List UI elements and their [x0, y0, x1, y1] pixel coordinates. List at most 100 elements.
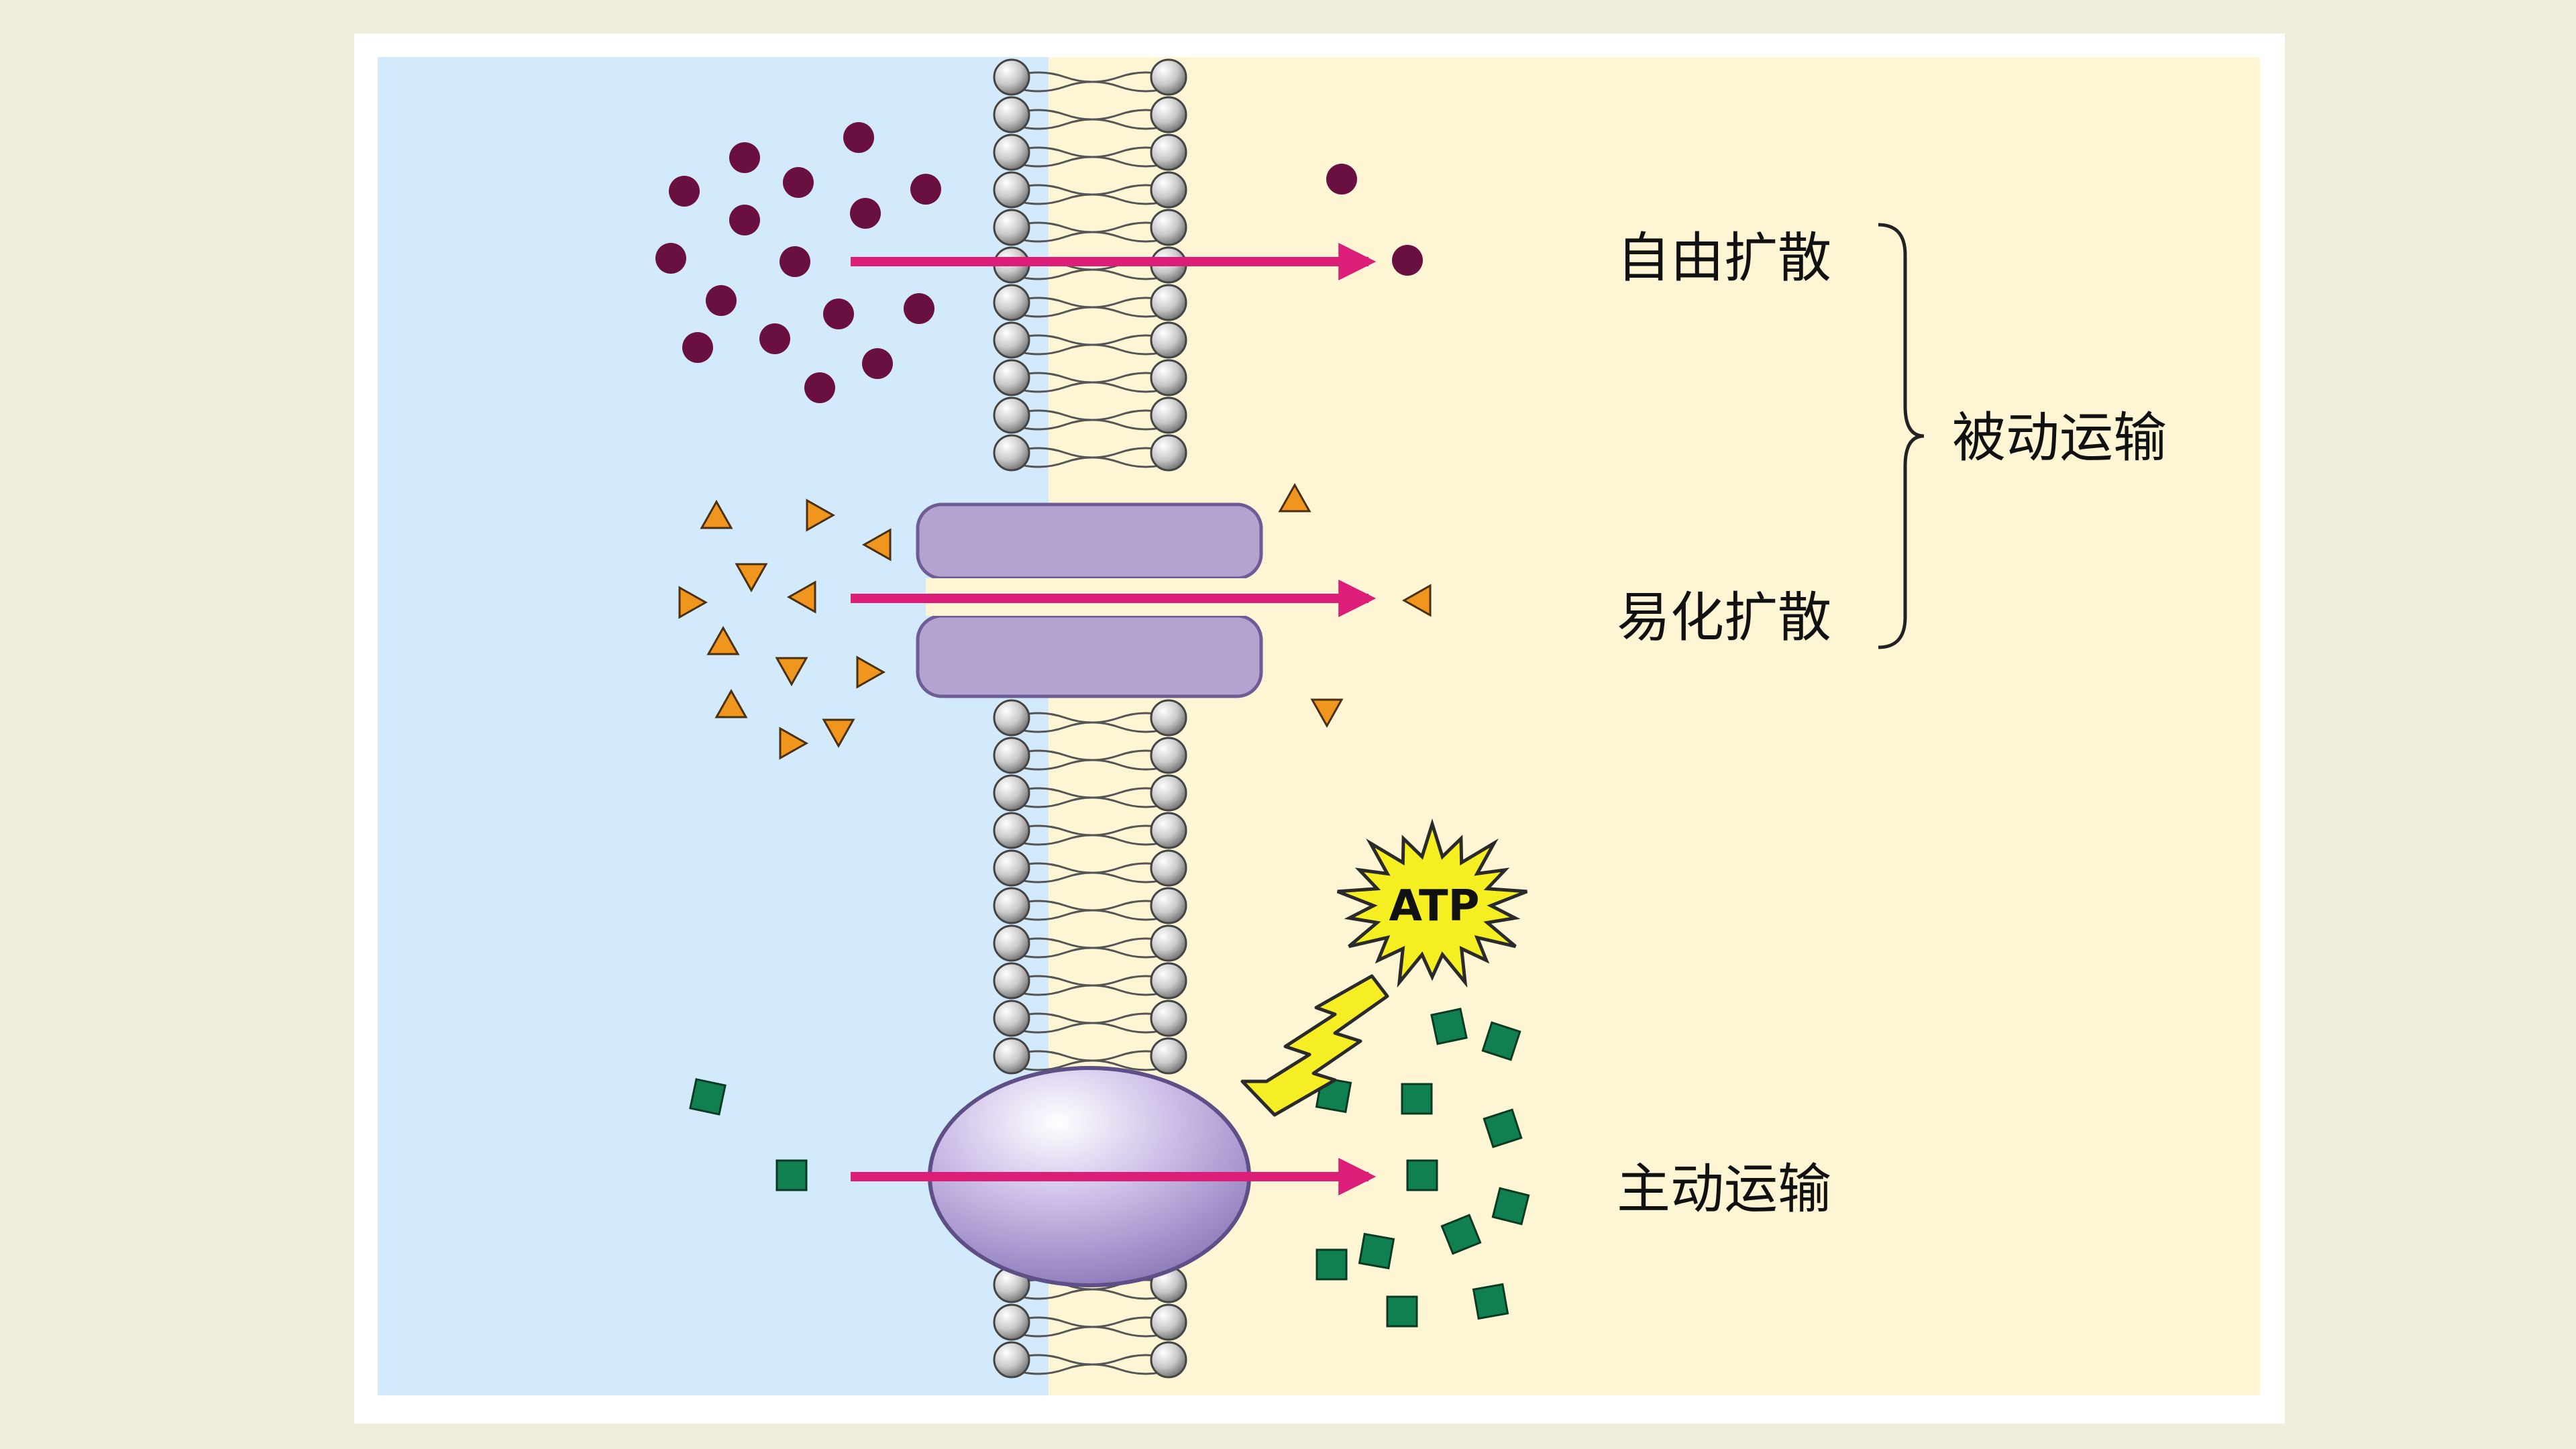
molecule-triangle: [806, 498, 836, 532]
molecule-square: [775, 1159, 808, 1191]
lipid-tail: [1011, 909, 1173, 921]
lipid-head: [1150, 133, 1187, 171]
lipid-head: [993, 737, 1030, 774]
molecule-dot: [823, 299, 854, 329]
lipid-head: [1150, 812, 1187, 849]
lipid-tail: [1011, 721, 1173, 733]
lipid-head: [1150, 699, 1187, 737]
molecule-dot: [910, 174, 941, 205]
molecule-dot: [706, 285, 737, 316]
free-diffusion-label: 自由扩散: [1617, 227, 1831, 289]
lipid-head: [993, 321, 1030, 359]
molecule-square: [1406, 1159, 1438, 1191]
lipid-head: [1150, 396, 1187, 434]
molecule-square: [1481, 1021, 1521, 1061]
triangle-molecules: [678, 482, 1432, 760]
lipid-head: [993, 284, 1030, 321]
molecule-square: [1483, 1108, 1523, 1148]
molecule-square: [1430, 1008, 1468, 1045]
lipid-head: [993, 887, 1030, 924]
molecule-dot: [780, 246, 810, 277]
lipid-head: [993, 1303, 1030, 1341]
lipid-head: [993, 1341, 1030, 1379]
passive-transport-label: 被动运输: [1952, 407, 2167, 469]
molecule-triangle: [706, 625, 740, 655]
lipid-head: [1150, 209, 1187, 246]
molecule-triangle: [1401, 584, 1432, 617]
molecule-dot: [682, 332, 713, 363]
molecule-dot: [729, 205, 760, 235]
molecule-dot: [729, 142, 760, 173]
molecule-square: [1386, 1295, 1418, 1328]
lipid-tail: [1011, 984, 1173, 996]
lipid-head: [993, 812, 1030, 849]
lipid-head: [1150, 171, 1187, 209]
lipid-head: [993, 209, 1030, 246]
molecule-dot: [669, 176, 700, 207]
lipid-tail: [1011, 193, 1173, 205]
lipid-tail: [1011, 796, 1173, 808]
lipid-head: [1150, 887, 1187, 924]
lipid-tail: [1011, 306, 1173, 318]
molecule-square: [1440, 1214, 1482, 1255]
lipid-tail: [1011, 834, 1173, 846]
lipid-head: [993, 849, 1030, 887]
molecule-triangle: [779, 727, 809, 760]
molecule-square: [1472, 1283, 1509, 1320]
molecule-square: [1491, 1187, 1530, 1226]
lipid-tail: [1011, 759, 1173, 771]
lipid-head: [1150, 284, 1187, 321]
active-transport-label: 主动运输: [1617, 1158, 1831, 1220]
molecule-triangle: [700, 499, 733, 529]
lipid-tail: [1011, 268, 1173, 280]
lipid-head: [993, 434, 1030, 472]
channel-protein: [916, 502, 1263, 698]
molecule-square: [689, 1078, 727, 1116]
lipid-head: [1150, 321, 1187, 359]
molecule-triangle: [678, 586, 708, 619]
lipid-head: [993, 96, 1030, 133]
molecule-dot: [783, 167, 814, 198]
molecule-dot: [1326, 164, 1357, 195]
lipid-head: [1150, 924, 1187, 962]
lipid-tail: [1011, 118, 1173, 130]
molecule-triangle: [1310, 698, 1344, 729]
lipid-head: [993, 1000, 1030, 1037]
passive-transport-brace: [1878, 223, 1925, 649]
lipid-head: [1150, 58, 1187, 96]
lipid-tail: [1011, 231, 1173, 243]
square-molecules: [689, 1008, 1530, 1328]
lipid-head: [1150, 1037, 1187, 1075]
lipid-head: [1150, 737, 1187, 774]
lipid-tail: [1011, 456, 1173, 468]
facilitated-diffusion-label: 易化扩散: [1617, 586, 1831, 649]
lipid-head: [1150, 96, 1187, 133]
molecule-dot: [904, 293, 934, 324]
lipid-tail: [1011, 871, 1173, 883]
lipid-tail: [1011, 156, 1173, 168]
lipid-tail: [1011, 419, 1173, 431]
molecule-triangle: [861, 528, 892, 561]
lipid-head: [993, 774, 1030, 812]
lipid-head: [1150, 1341, 1187, 1379]
lipid-head: [1150, 1303, 1187, 1341]
molecule-dot: [862, 348, 893, 379]
molecule-triangle: [856, 655, 886, 689]
molecule-dot: [1392, 245, 1423, 276]
molecule-dot: [843, 122, 874, 153]
molecule-triangle: [714, 688, 748, 718]
lipid-tail: [1011, 1022, 1173, 1034]
atp-label: ATP: [1389, 881, 1479, 931]
lipid-head: [1150, 849, 1187, 887]
molecule-triangle: [786, 580, 816, 614]
molecule-square: [1316, 1248, 1348, 1281]
lipid-head: [993, 171, 1030, 209]
lipid-head: [993, 396, 1030, 434]
lipid-head: [1150, 962, 1187, 1000]
lipid-tail: [1011, 381, 1173, 393]
lipid-head: [993, 699, 1030, 737]
molecule-triangle: [822, 718, 855, 749]
lipid-head: [993, 133, 1030, 171]
lipid-tail: [1011, 1288, 1173, 1300]
